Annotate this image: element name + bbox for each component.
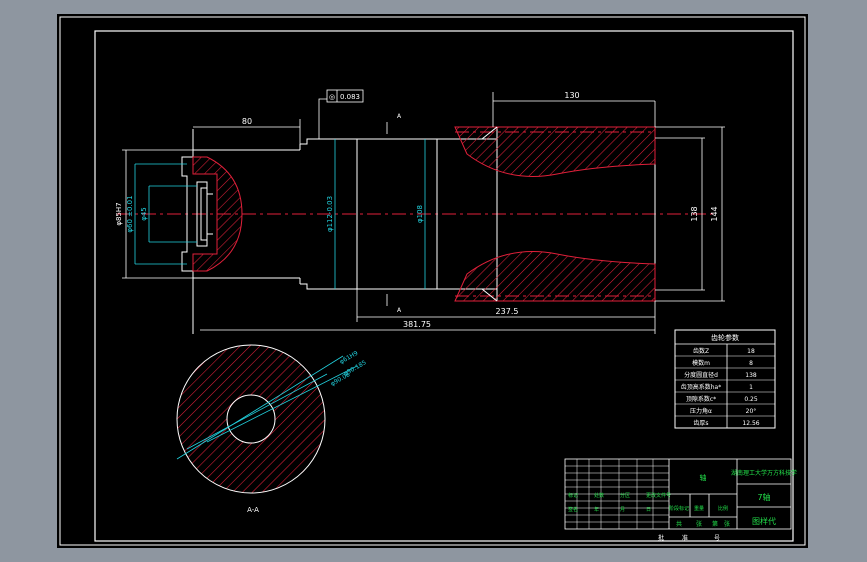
sheets-unit-label: 张: [696, 520, 702, 528]
section-mark-top: A: [397, 113, 402, 120]
dim-phi-60: φ60 ±0.01: [126, 195, 134, 232]
dim-phi-108: φ108: [416, 205, 424, 223]
params-row-name: 分度圆直径d: [684, 371, 718, 379]
dim-phi-45: φ45: [140, 207, 148, 221]
params-row-name: 压力角α: [690, 407, 712, 415]
params-row-name: 齿数Z: [693, 347, 709, 355]
params-row-name: 齿厚s: [693, 419, 708, 427]
params-row-name: 模数m: [692, 359, 710, 367]
params-row-name: 齿顶高系数ha*: [681, 383, 721, 391]
title-university: 湖南理工大学万方科技学: [731, 469, 797, 477]
grid-label: 处数: [594, 492, 604, 499]
params-row-name: 顶隙系数c*: [686, 395, 716, 403]
tolerance-symbol: ◎: [329, 93, 335, 101]
params-table: 齿轮参数 齿数Z 18 模数m 8 分度圆直径d 138 齿顶高系数ha* 1 顶隙系数c* 0.…: [674, 329, 776, 429]
dim-237-5: 237.5: [496, 307, 519, 316]
chamfer-upper: [481, 126, 498, 140]
tolerance-frame: [326, 89, 364, 103]
drawing-canvas: ◎ 0.083 80 130 237.5 381.75 144 138 φ85H…: [57, 14, 808, 548]
sheet-no-label: 第: [712, 520, 718, 528]
grid-label: 月: [620, 507, 625, 513]
inner-frame: [94, 30, 794, 542]
title-drawing-no: 图样代: [752, 516, 776, 526]
section-mark-bottom: A: [397, 307, 402, 314]
grid-label: 更改文件号: [646, 492, 671, 499]
left-hub-section: [192, 156, 243, 272]
params-title: 齿轮参数: [711, 333, 739, 342]
chamfer-lower: [481, 288, 498, 302]
gear-lower-section: [454, 251, 656, 302]
dim-144: 144: [710, 206, 719, 221]
gear-upper-section: [454, 126, 656, 177]
stage-label: 阶段标记: [669, 505, 689, 512]
weight-label: 重量: [694, 505, 704, 512]
dim-phi-112: φ112-0.03: [326, 196, 334, 232]
title-part-name: 7轴: [757, 492, 770, 502]
section-label: A-A: [247, 506, 259, 514]
section-leaders: [176, 355, 358, 460]
left-hub: [181, 129, 357, 334]
grid-label: 标记: [568, 492, 578, 499]
grid-label: 年: [594, 506, 599, 513]
params-row-value: 0.25: [744, 396, 758, 403]
dim-130: 130: [564, 91, 579, 100]
params-row-value: 18: [747, 348, 755, 355]
outer-frame: [59, 16, 806, 546]
section-bore-circle: [226, 394, 276, 444]
number-label: 号: [714, 535, 720, 542]
params-row-value: 8: [749, 360, 753, 367]
approve-label-2: 准: [682, 534, 688, 542]
dimension-lines: [122, 92, 725, 334]
sheet-unit-label: 张: [724, 520, 730, 528]
params-row-value: 20°: [746, 408, 757, 415]
grid-label: 日: [646, 507, 651, 513]
dim-138: 138: [690, 206, 699, 221]
params-row-value: 12.56: [742, 420, 759, 427]
grid-label: 签名: [568, 506, 578, 513]
dim-381-75: 381.75: [403, 320, 431, 329]
sheets-total-label: 共: [676, 520, 682, 528]
params-row-value: 1: [749, 384, 753, 391]
drawing-svg: ◎ 0.083 80 130 237.5 381.75 144 138 φ85H…: [59, 16, 806, 546]
dim-phi-85: φ85H7: [115, 202, 123, 225]
grid-label: 分区: [620, 492, 630, 499]
tolerance-value: 0.083: [340, 93, 360, 101]
approve-label-1: 批: [658, 534, 664, 542]
title-name-char: 轴: [700, 473, 707, 482]
params-row-value: 138: [745, 372, 757, 379]
left-bore: [196, 181, 213, 247]
dim-80: 80: [242, 117, 252, 126]
cyan-dimensions: [134, 139, 426, 289]
section-dim-3: φ90.08: [330, 371, 352, 388]
scale-label: 比例: [718, 505, 728, 512]
